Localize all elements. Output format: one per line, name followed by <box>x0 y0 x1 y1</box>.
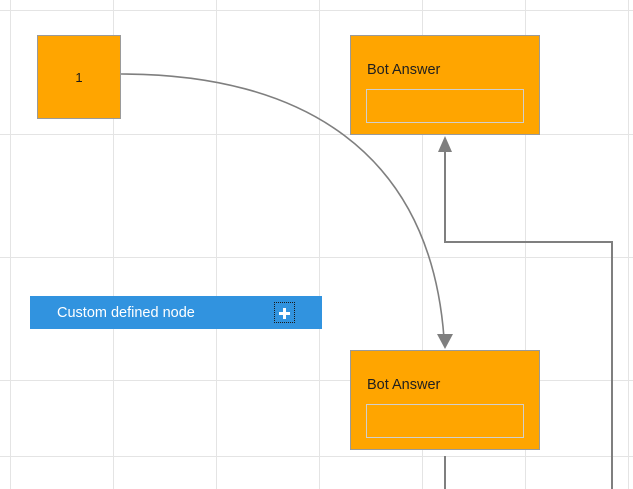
node-bot-answer-bottom[interactable]: Bot Answer <box>350 350 540 450</box>
grid-line-vertical <box>628 0 629 489</box>
node-bot-answer-top[interactable]: Bot Answer <box>350 35 540 135</box>
node-square-label: 1 <box>75 69 83 85</box>
node-square-1[interactable]: 1 <box>37 35 121 119</box>
plus-icon[interactable] <box>274 302 295 323</box>
grid-line-vertical <box>319 0 320 489</box>
grid-line-horizontal <box>0 456 633 457</box>
node-answer-slot[interactable] <box>366 404 524 438</box>
custom-defined-node-bar[interactable]: Custom defined node <box>30 296 322 329</box>
grid-line-horizontal <box>0 10 633 11</box>
node-title: Bot Answer <box>367 62 441 78</box>
node-title: Bot Answer <box>367 377 441 393</box>
grid-line-vertical <box>113 0 114 489</box>
custom-defined-node-label: Custom defined node <box>57 304 195 321</box>
node-answer-slot[interactable] <box>366 89 524 123</box>
grid-line-vertical <box>10 0 11 489</box>
grid-line-horizontal <box>0 380 633 381</box>
grid-line-vertical <box>216 0 217 489</box>
grid-line-horizontal <box>0 257 633 258</box>
